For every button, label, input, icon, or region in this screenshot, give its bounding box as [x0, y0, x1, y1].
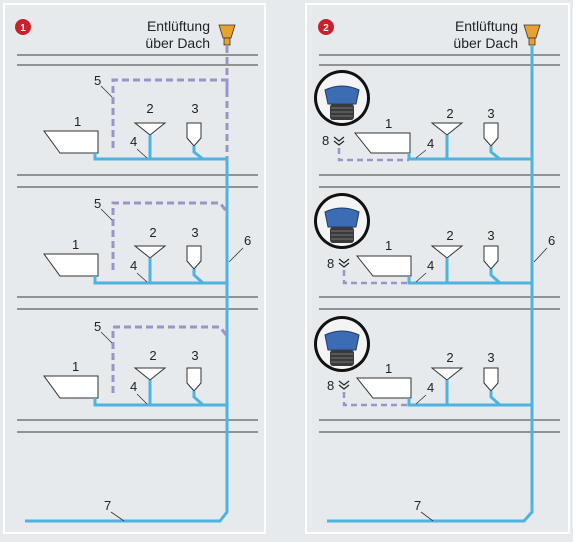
bathtub-icon — [355, 377, 412, 399]
toilet-icon — [186, 367, 202, 392]
label-8: 8 — [322, 133, 329, 148]
bathtub-icon — [43, 130, 99, 154]
toilet-icon — [186, 245, 202, 270]
vent-label-line1: Entlüftung — [147, 18, 210, 34]
label-1: 1 — [72, 359, 79, 374]
valve-vent-line — [337, 148, 409, 162]
label-4: 4 — [130, 379, 137, 394]
drain-stack — [25, 160, 229, 523]
label-6: 6 — [548, 233, 555, 248]
panel-badge-number: 1 — [20, 23, 26, 34]
bathtub-icon — [43, 375, 99, 399]
toilet-icon — [483, 122, 499, 147]
label-3: 3 — [487, 106, 494, 121]
vent-loop — [111, 325, 229, 393]
floor-3: 1 2 3 4 5 — [43, 319, 229, 407]
floor-1: 1 2 3 4 5 — [43, 73, 229, 161]
label-2: 2 — [446, 228, 453, 243]
label-1: 1 — [74, 114, 81, 129]
label-8: 8 — [327, 256, 334, 271]
washbasin-icon — [430, 245, 464, 259]
washbasin-icon — [133, 367, 167, 381]
vent-label-line2: über Dach — [145, 35, 210, 51]
label-2: 2 — [149, 348, 156, 363]
air-admittance-valve — [314, 193, 370, 249]
branch-pipe — [93, 276, 227, 285]
roof-vent-cap — [523, 24, 541, 46]
branch-pipe — [407, 153, 532, 161]
bathtub-icon — [355, 255, 412, 277]
label-7: 7 — [104, 498, 111, 513]
valve-arrow-icon — [338, 258, 350, 268]
label-5: 5 — [94, 73, 101, 88]
branch-pipe — [407, 398, 532, 407]
panel-1: 1 Entlüftung über Dach 1 — [3, 3, 266, 534]
label-3: 3 — [191, 348, 198, 363]
washbasin-icon — [133, 245, 167, 259]
label-1: 1 — [385, 361, 392, 376]
branch-pipe — [93, 398, 227, 407]
bathtub-icon — [43, 253, 99, 277]
label-4: 4 — [130, 134, 137, 149]
floor-slabs — [319, 54, 560, 433]
branch-pipe — [93, 153, 227, 161]
panel-badge-number: 2 — [323, 23, 329, 34]
branch-pipe — [407, 276, 532, 285]
washbasin-icon — [430, 367, 464, 381]
toilet-icon — [483, 367, 499, 392]
panel-2: 2 Entlüftung über Dach 8 — [305, 3, 570, 534]
label-3: 3 — [487, 350, 494, 365]
vent-label-line1: Entlüftung — [455, 18, 518, 34]
label-4: 4 — [427, 136, 434, 151]
washbasin-icon — [133, 122, 167, 136]
label-2: 2 — [146, 101, 153, 116]
label-2: 2 — [149, 225, 156, 240]
label-3: 3 — [191, 101, 198, 116]
floor-2: 1 2 3 4 5 — [43, 196, 229, 285]
label-7: 7 — [414, 498, 421, 513]
roof-vent-cap — [218, 24, 236, 46]
valve-vent-line — [342, 392, 409, 407]
label-6: 6 — [244, 233, 251, 248]
valve-arrow-icon — [338, 380, 350, 390]
label-8: 8 — [327, 378, 334, 393]
vent-label-line2: über Dach — [453, 35, 518, 51]
vent-loop — [111, 201, 229, 270]
floor-3: 8 1 2 3 4 — [314, 316, 532, 407]
valve-arrow-icon — [333, 136, 345, 146]
label-2: 2 — [446, 350, 453, 365]
label-2: 2 — [446, 106, 453, 121]
label-5: 5 — [94, 319, 101, 334]
valve-vent-line — [342, 270, 409, 285]
label-1: 1 — [385, 238, 392, 253]
toilet-icon — [483, 245, 499, 270]
label-4: 4 — [427, 380, 434, 395]
label-5: 5 — [94, 196, 101, 211]
floor-1: 8 1 2 3 4 — [314, 70, 532, 162]
toilet-icon — [186, 122, 202, 147]
label-1: 1 — [385, 116, 392, 131]
label-3: 3 — [487, 228, 494, 243]
vent-loop — [111, 78, 229, 148]
floor-slabs — [17, 54, 258, 433]
label-4: 4 — [427, 258, 434, 273]
air-admittance-valve — [314, 316, 370, 372]
panel-frame — [3, 3, 266, 534]
panel-badge — [15, 19, 31, 35]
panel-badge — [318, 19, 334, 35]
floor-2: 8 1 2 3 4 — [314, 193, 532, 285]
drain-stack — [327, 46, 534, 523]
label-4: 4 — [130, 258, 137, 273]
label-3: 3 — [191, 225, 198, 240]
washbasin-icon — [430, 122, 464, 136]
label-1: 1 — [72, 237, 79, 252]
air-admittance-valve — [314, 70, 370, 126]
